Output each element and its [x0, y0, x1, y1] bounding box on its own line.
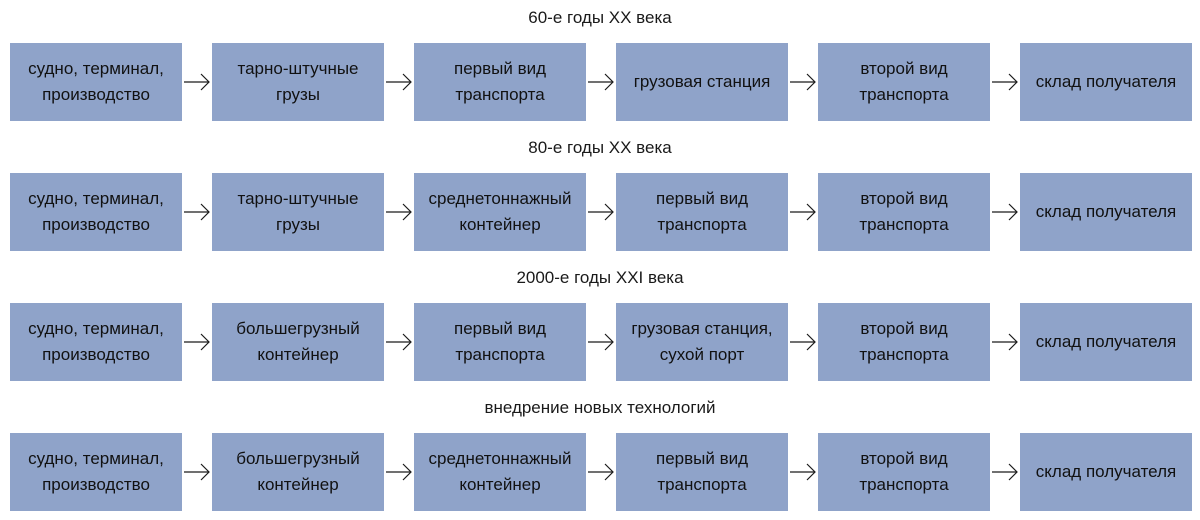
flow-box-step-3: первый вид транспорта: [414, 303, 586, 381]
flow-box-label: среднетоннажный контейнер: [428, 449, 572, 494]
flow-box-step-5: второй вид транспорта: [818, 173, 990, 251]
flow-box-label: судно, терминал, производство: [28, 59, 164, 104]
flow-box-destination: склад получателя: [1020, 433, 1192, 511]
arrow-right-icon: [386, 463, 412, 481]
flow-box-label: первый вид транспорта: [655, 449, 749, 494]
arrow-right-icon: [386, 73, 412, 91]
flow-box-step-5: второй вид транспорта: [818, 43, 990, 121]
flow-box-label: тарно-штучные грузы: [237, 59, 359, 104]
flow-box-step-3: первый вид транспорта: [414, 43, 586, 121]
arrow-right-icon: [184, 333, 210, 351]
flow-box-step-3: среднетоннажный контейнер: [414, 433, 586, 511]
flow-box-label: второй вид транспорта: [859, 449, 949, 494]
flow-box-step-4: грузовая станция: [616, 43, 788, 121]
arrow-right-icon: [588, 333, 614, 351]
section-title-2000s: 2000-е годы XXI века: [516, 268, 684, 287]
flow-row-new-tech: судно, терминал, производство большегруз…: [10, 433, 1192, 511]
flow-box-step-3: среднетоннажный контейнер: [414, 173, 586, 251]
arrow-right-icon: [184, 203, 210, 221]
flow-box-destination: склад получателя: [1020, 43, 1192, 121]
section-title-80s: 80-е годы XX века: [528, 138, 672, 157]
arrow-right-icon: [588, 203, 614, 221]
flow-box-step-4: грузовая станция, сухой порт: [616, 303, 788, 381]
flow-box-cargo: тарно-штучные грузы: [212, 43, 384, 121]
flow-box-label: первый вид транспорта: [655, 189, 749, 234]
arrow-right-icon: [790, 73, 816, 91]
flow-box-step-4: первый вид транспорта: [616, 433, 788, 511]
flow-row-80s: судно, терминал, производство тарно-штуч…: [10, 173, 1192, 251]
arrow-right-icon: [992, 203, 1018, 221]
arrow-right-icon: [386, 203, 412, 221]
flow-box-label: первый вид транспорта: [453, 319, 547, 364]
flow-box-label: тарно-штучные грузы: [237, 189, 359, 234]
arrow-right-icon: [992, 463, 1018, 481]
flow-box-step-5: второй вид транспорта: [818, 303, 990, 381]
flow-box-label: грузовая станция: [633, 72, 771, 91]
flow-box-label: склад получателя: [1035, 332, 1177, 351]
arrow-right-icon: [588, 73, 614, 91]
flow-box-label: грузовая станция, сухой порт: [631, 319, 773, 364]
flow-box-cargo: большегрузный контейнер: [212, 433, 384, 511]
arrow-right-icon: [790, 463, 816, 481]
section-title-new-tech: внедрение новых технологий: [484, 398, 716, 417]
arrow-right-icon: [184, 463, 210, 481]
flow-box-origin: судно, терминал, производство: [10, 433, 182, 511]
flow-box-label: склад получателя: [1035, 202, 1177, 221]
arrow-right-icon: [184, 73, 210, 91]
flow-box-origin: судно, терминал, производство: [10, 303, 182, 381]
arrow-right-icon: [790, 333, 816, 351]
flow-box-label: судно, терминал, производство: [28, 449, 164, 494]
flow-box-step-4: первый вид транспорта: [616, 173, 788, 251]
arrow-right-icon: [790, 203, 816, 221]
flow-box-cargo: тарно-штучные грузы: [212, 173, 384, 251]
flow-box-label: судно, терминал, производство: [28, 319, 164, 364]
arrow-right-icon: [992, 73, 1018, 91]
flow-box-origin: судно, терминал, производство: [10, 43, 182, 121]
arrow-right-icon: [386, 333, 412, 351]
flow-row-60s: судно, терминал, производство тарно-штуч…: [10, 43, 1192, 121]
flow-box-label: второй вид транспорта: [859, 59, 949, 104]
section-title-60s: 60-е годы XX века: [528, 8, 672, 27]
flow-box-label: большегрузный контейнер: [236, 319, 360, 364]
flow-box-cargo: большегрузный контейнер: [212, 303, 384, 381]
flow-box-destination: склад получателя: [1020, 303, 1192, 381]
flow-box-label: склад получателя: [1035, 72, 1177, 91]
flow-box-destination: склад получателя: [1020, 173, 1192, 251]
flow-box-step-5: второй вид транспорта: [818, 433, 990, 511]
flow-box-label: судно, терминал, производство: [28, 189, 164, 234]
flow-box-label: второй вид транспорта: [859, 319, 949, 364]
flow-box-label: второй вид транспорта: [859, 189, 949, 234]
flow-row-2000s: судно, терминал, производство большегруз…: [10, 303, 1192, 381]
flow-box-origin: судно, терминал, производство: [10, 173, 182, 251]
flow-box-label: склад получателя: [1035, 462, 1177, 481]
arrow-right-icon: [588, 463, 614, 481]
flow-box-label: первый вид транспорта: [453, 59, 547, 104]
flow-box-label: большегрузный контейнер: [236, 449, 360, 494]
flow-box-label: среднетоннажный контейнер: [428, 189, 572, 234]
arrow-right-icon: [992, 333, 1018, 351]
